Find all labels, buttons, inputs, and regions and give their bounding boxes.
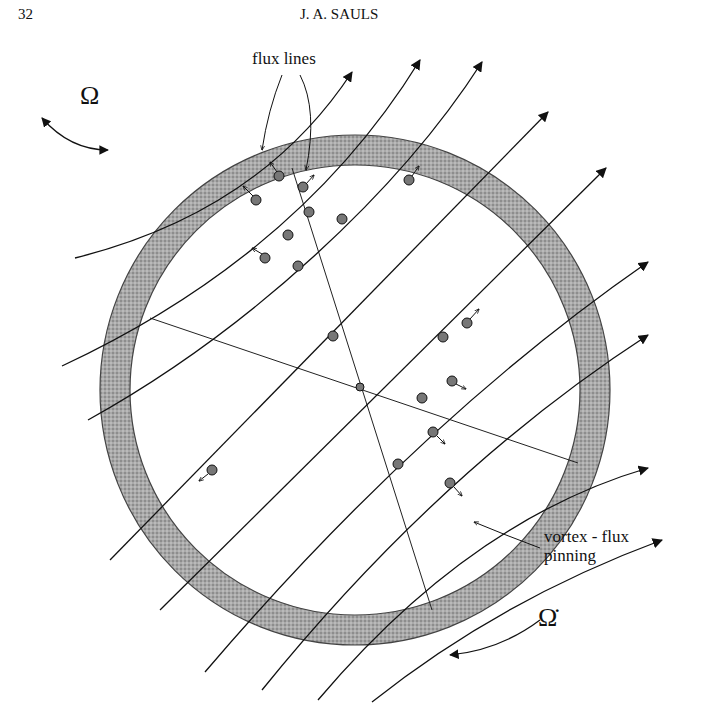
crust-ring	[100, 135, 610, 645]
motion-arrow	[199, 162, 479, 496]
axis-line	[150, 168, 578, 610]
flux-lines-label: flux lines	[252, 50, 316, 69]
flux-line	[62, 60, 662, 702]
running-head: J. A. SAULS	[300, 6, 378, 23]
page-number: 32	[18, 6, 33, 23]
omega-dot-label: Ω̇	[538, 604, 557, 633]
spin-down-arrow	[450, 620, 540, 655]
pinning-label: vortex - flux pinning	[544, 528, 684, 565]
vortex-dot	[207, 171, 472, 488]
omega-label: Ω	[80, 82, 99, 111]
leader-line	[262, 75, 540, 548]
rotation-arrow	[42, 118, 108, 150]
